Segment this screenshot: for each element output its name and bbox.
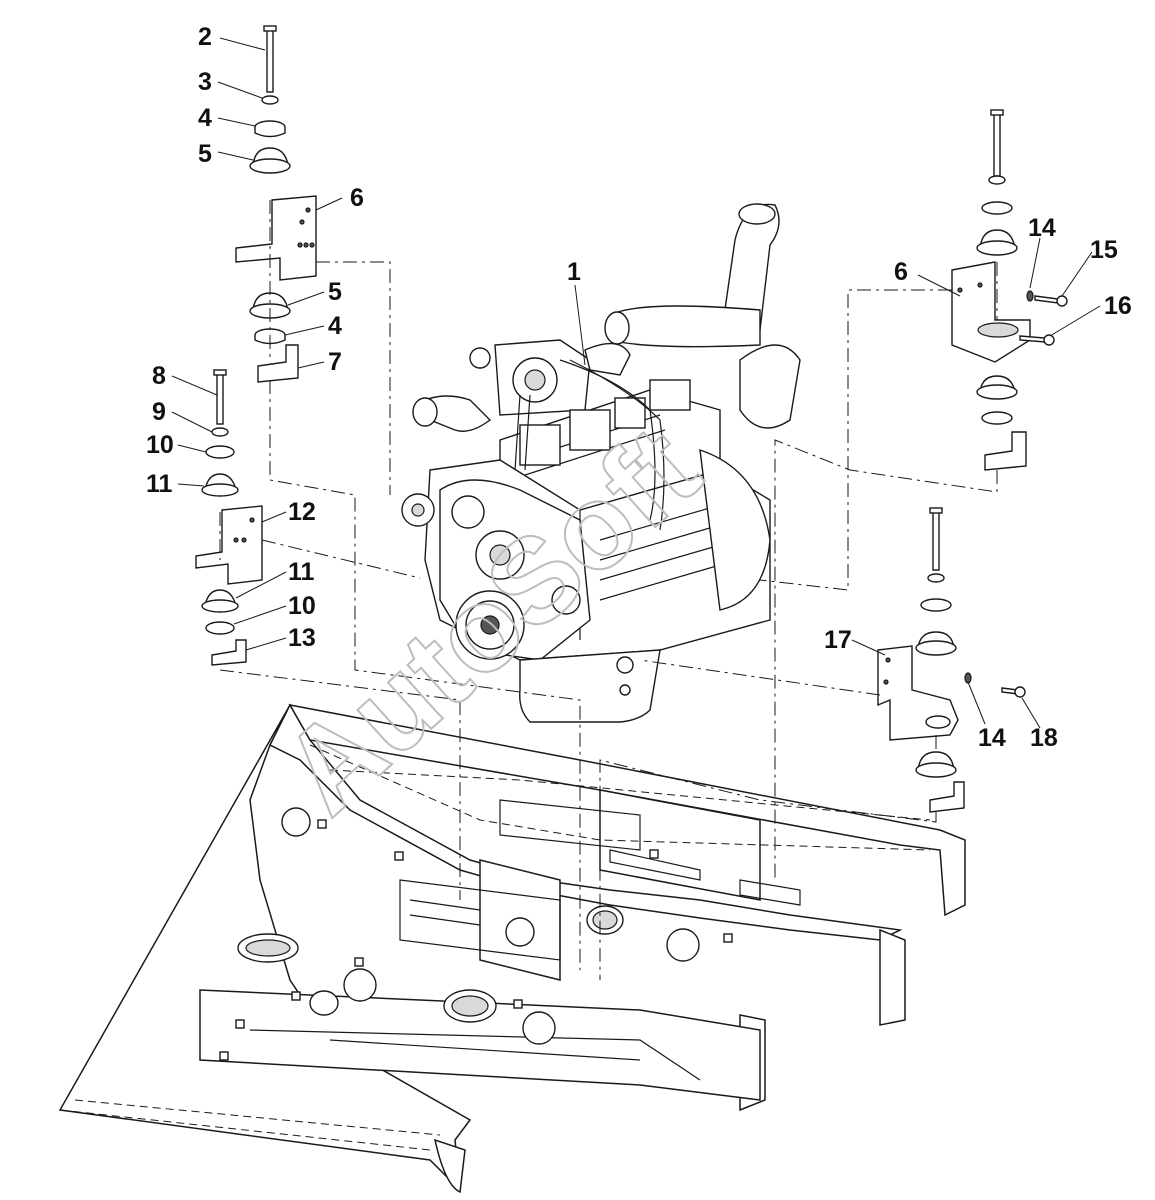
callout-leaders [171,37,1101,729]
callout-3: 3 [198,68,212,96]
callout-15: 15 [1090,236,1118,264]
callout-11-upper: 11 [146,470,173,498]
callout-13: 13 [288,624,316,652]
callout-labels: 1 2 3 4 5 6 5 4 7 8 9 10 11 12 11 10 13 … [146,23,1132,752]
callout-10-upper: 10 [146,431,174,459]
callout-16: 16 [1104,292,1132,320]
callout-2: 2 [198,23,212,51]
callout-5-upper: 5 [198,140,212,168]
callout-18: 18 [1030,724,1058,752]
callout-14-upper: 14 [1028,214,1056,242]
callout-12: 12 [288,498,316,526]
left-rear-mount-stack [235,25,317,383]
callout-4-upper: 4 [198,104,212,132]
callout-7: 7 [328,348,342,376]
callout-6-right: 6 [894,258,908,286]
callout-8: 8 [152,362,166,390]
chassis-frame [58,703,966,1194]
assembly-center-lines [219,200,998,980]
callout-11-lower: 11 [288,558,315,586]
engine-assembly [401,203,801,723]
callout-9: 9 [152,398,166,426]
left-front-mount-stack [195,369,263,666]
callout-14-lower: 14 [978,724,1006,752]
callout-5-lower: 5 [328,278,342,306]
callout-4-lower: 4 [328,312,342,340]
right-front-mount-stack [877,507,1026,813]
callout-1: 1 [567,258,581,286]
right-rear-mount-stack [951,109,1068,471]
callout-10-lower: 10 [288,592,316,620]
callout-17: 17 [824,626,852,654]
callout-6-left: 6 [350,184,364,212]
